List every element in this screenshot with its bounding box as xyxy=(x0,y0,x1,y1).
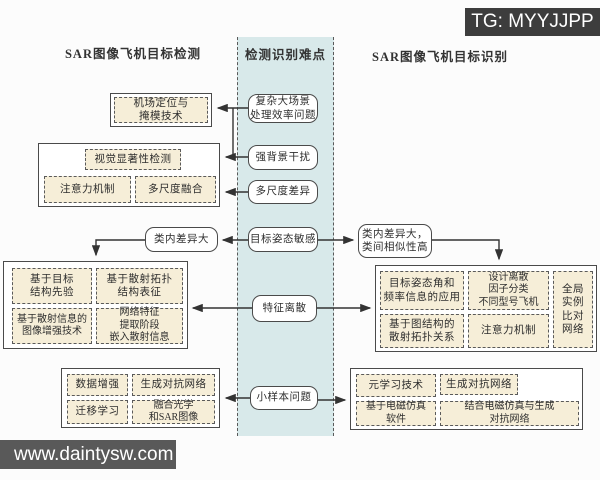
node-small-sample: 小样本问题 xyxy=(250,386,318,410)
node-background-clutter: 强背景干扰 xyxy=(248,145,318,170)
node-intra-inter-class: 类内差异大， 类间相似性高 xyxy=(358,224,432,258)
group-saliency-detection: 视觉显著性检测 注意力机制 多尺度融合 xyxy=(38,143,220,207)
arrow-interclass-to-group xyxy=(432,239,504,261)
node-scale-difference: 多尺度差异 xyxy=(248,180,318,204)
leaf-visual-saliency: 视觉显著性检测 xyxy=(85,149,181,170)
leaf-graph-topology: 基于图结构的 散射拓扑关系 xyxy=(380,314,464,348)
group-detection-small-sample: 数据增强 生成对抗网络 迁移学习 融合光学 和SAR图像 xyxy=(61,368,220,428)
tg-watermark-badge: TG: MYYJJPP xyxy=(465,8,600,36)
leaf-global-instance: 全局 实例 比对 网络 xyxy=(553,271,593,348)
node-pose-sensitive: 目标姿态敏感 xyxy=(248,227,318,252)
group-recognition-pose-feature: 目标姿态角和 频率信息的应用 设计离散 因子分类 不同型号飞机 全局 实例 比对… xyxy=(375,265,597,352)
leaf-transfer-learning: 迁移学习 xyxy=(67,400,128,424)
leaf-em-gan: 结合电磁仿真与生成 对抗网络 xyxy=(440,401,579,426)
leaf-scatter-enhancement: 基于散射信息的 图像增强技术 xyxy=(12,308,92,344)
leaf-multiscale-fusion: 多尺度融合 xyxy=(135,176,216,203)
leaf-meta-learning: 元学习技术 xyxy=(356,374,436,397)
leaf-discrete-factor: 设计离散 因子分类 不同型号飞机 xyxy=(468,271,549,310)
arrow-intraclass-to-group xyxy=(91,239,145,257)
node-intra-class-variance: 类内差异大 xyxy=(145,227,218,252)
site-watermark: www.daintysw.com xyxy=(0,440,176,469)
leaf-scatter-topology: 基于散射拓扑 结构表征 xyxy=(96,268,183,304)
leaf-em-simulation: 基于电磁仿真 软件 xyxy=(356,401,436,426)
leaf-data-augmentation: 数据增强 xyxy=(67,374,128,396)
header-difficulties: 检测识别难点 xyxy=(244,48,326,62)
group-detection-pose: 基于目标 结构先验 基于散射拓扑 结构表征 基于散射信息的 图像增强技术 网络特… xyxy=(3,261,188,349)
group-airport-masking: 机场定位与 掩模技术 xyxy=(110,93,212,127)
leaf-optical-sar-fusion: 融合光学 和SAR图像 xyxy=(132,400,215,424)
node-feature-discrete: 特征离散 xyxy=(252,295,317,322)
leaf-attention-mechanism: 注意力机制 xyxy=(44,176,131,203)
header-recognition: SAR图像飞机目标识别 xyxy=(372,50,509,64)
group-recognition-small-sample: 元学习技术 生成对抗网络 基于电磁仿真 软件 结合电磁仿真与生成 对抗网络 xyxy=(350,368,583,430)
node-complex-scene: 复杂大场景 处理效率问题 xyxy=(248,94,318,123)
leaf-detection-gan: 生成对抗网络 xyxy=(132,374,215,396)
leaf-network-embedding: 网络特征 提取阶段 嵌入散射信息 xyxy=(96,307,183,344)
leaf-recognition-attention: 注意力机制 xyxy=(468,314,549,348)
leaf-structure-prior: 基于目标 结构先验 xyxy=(12,268,92,304)
leaf-recognition-gan: 生成对抗网络 xyxy=(440,374,518,395)
header-detection: SAR图像飞机目标检测 xyxy=(64,47,201,61)
leaf-pose-frequency: 目标姿态角和 频率信息的应用 xyxy=(380,271,464,310)
leaf-airport-masking: 机场定位与 掩模技术 xyxy=(114,97,208,123)
